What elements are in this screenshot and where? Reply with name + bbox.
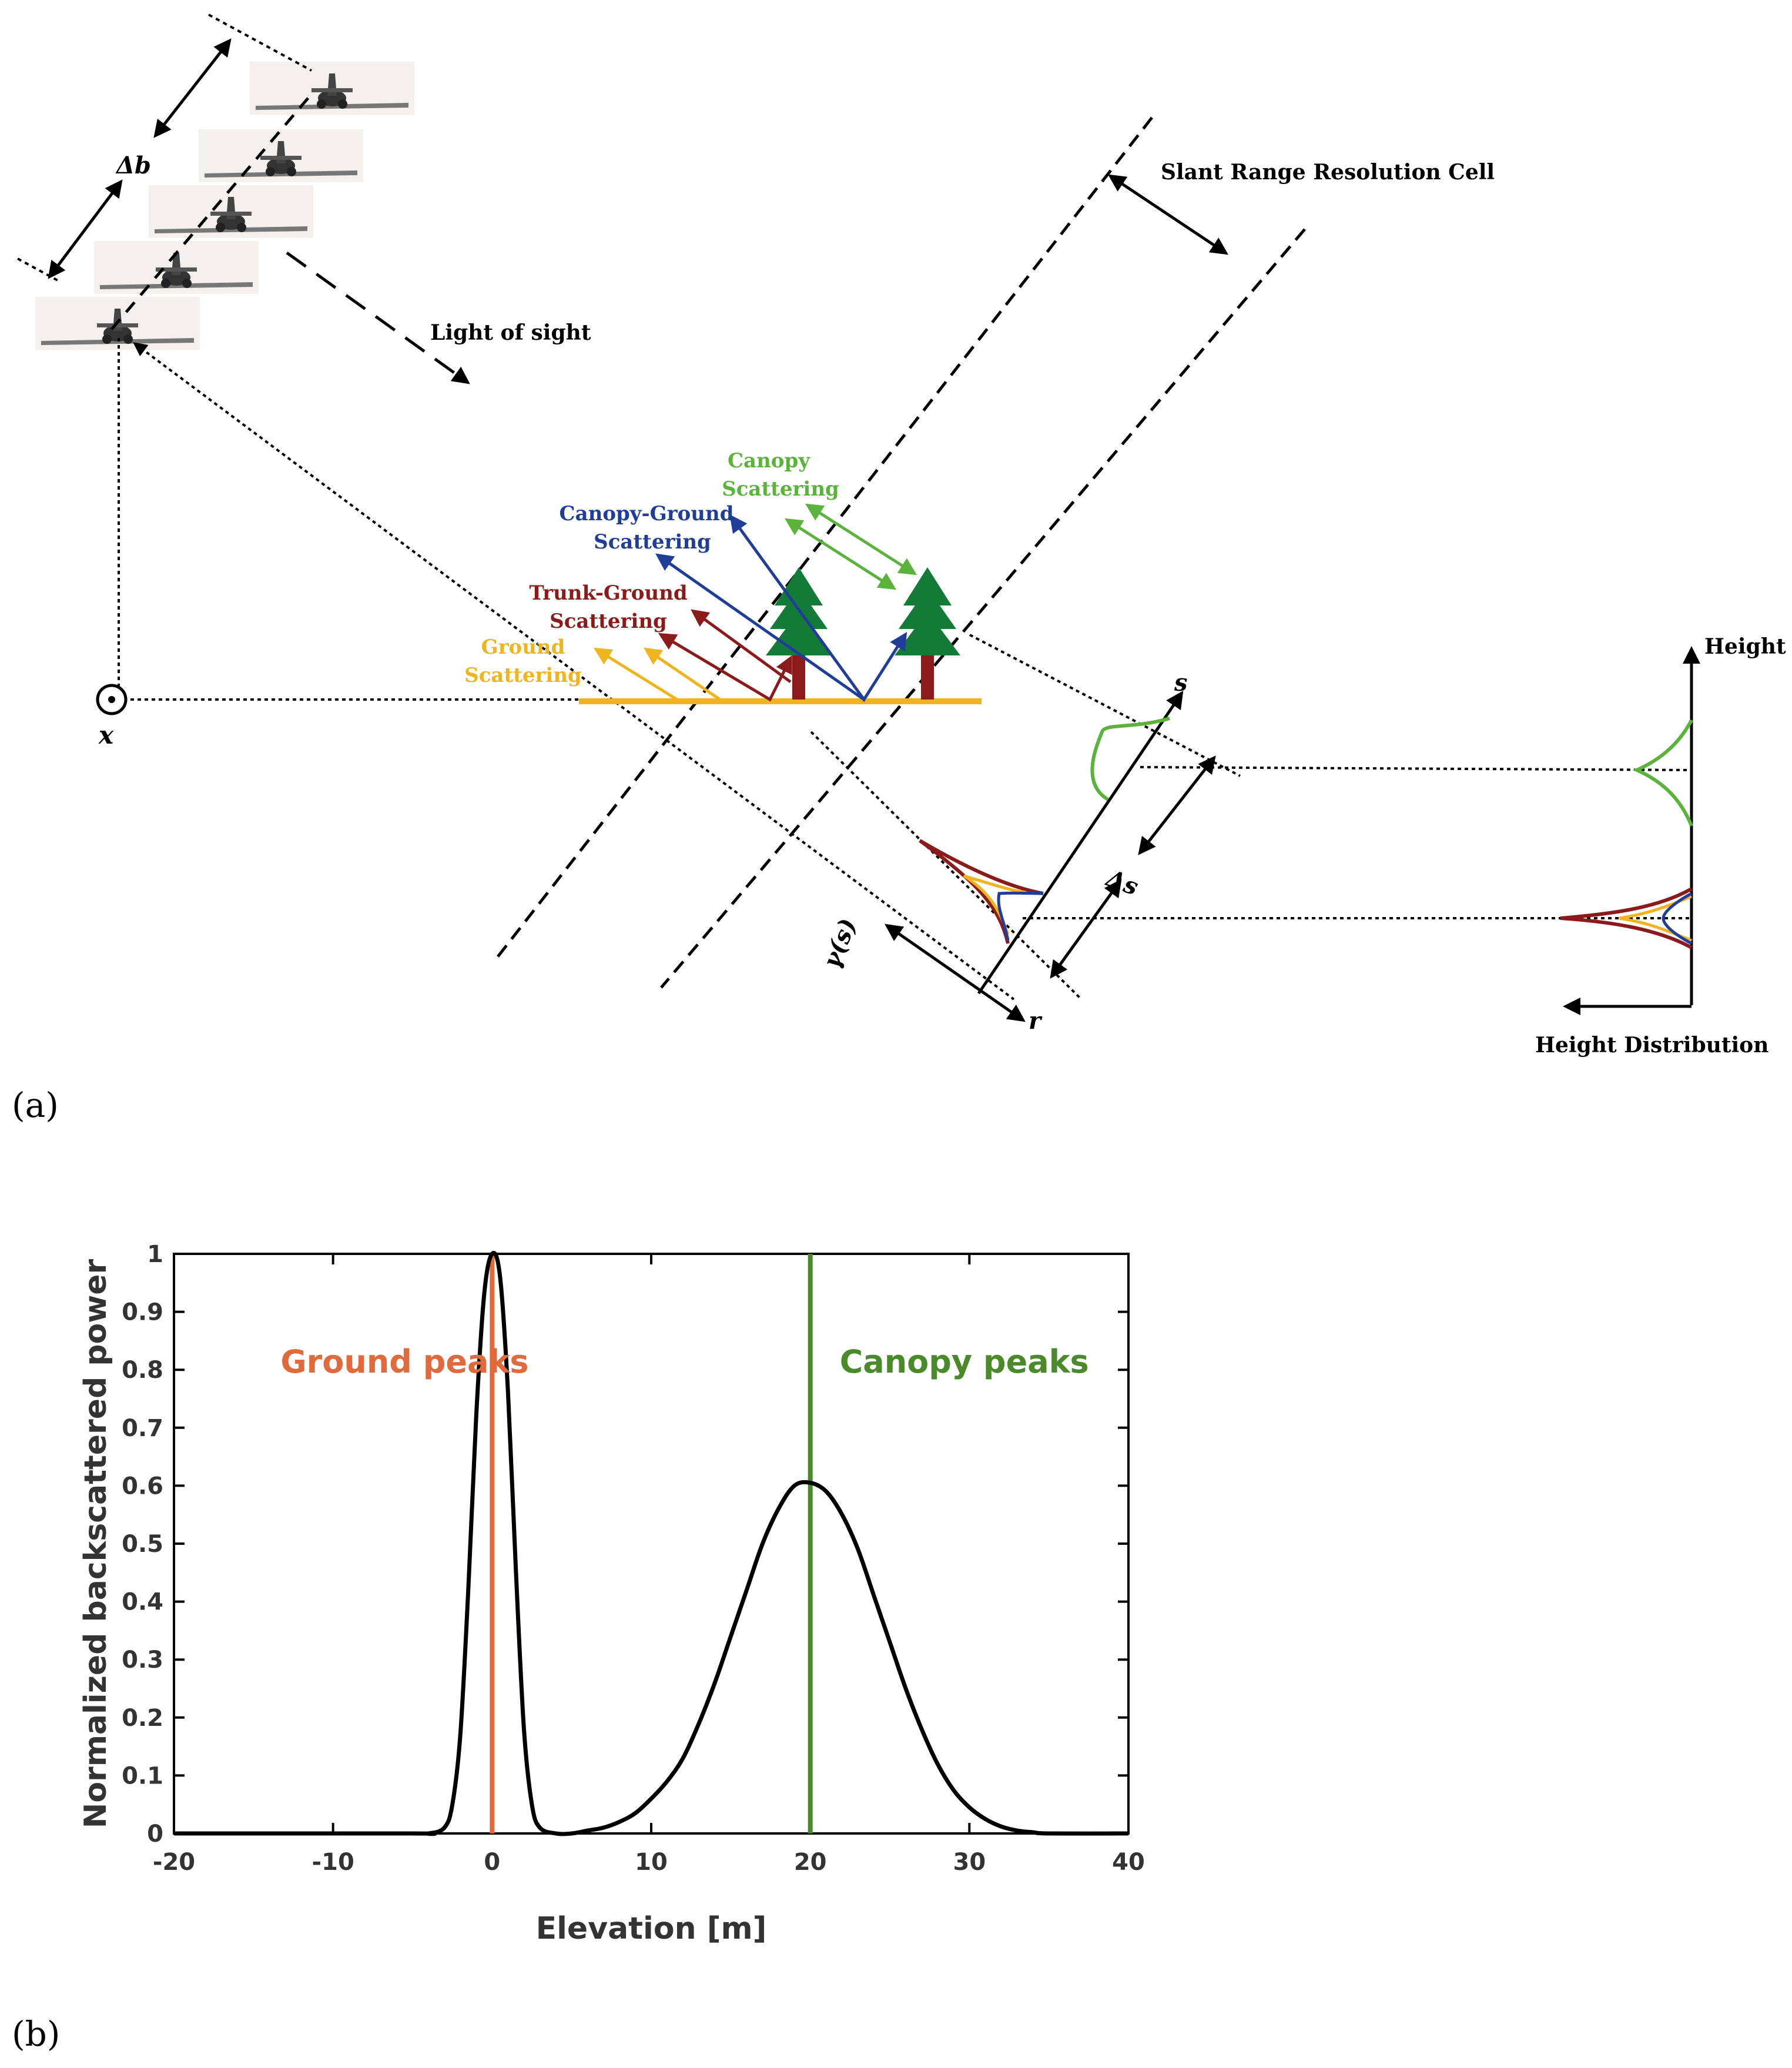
x-tick-label: 0 — [484, 1849, 500, 1876]
x-tick-label: 30 — [953, 1849, 986, 1876]
tree-icon — [895, 567, 960, 700]
y-tick-label: 1 — [147, 1241, 163, 1268]
height-label: Height — [1704, 634, 1786, 659]
ground-arrow-2 — [644, 647, 721, 701]
x-tick-label: 20 — [794, 1849, 827, 1876]
x-axis-symbol — [96, 684, 128, 715]
plot-frame — [173, 1253, 1130, 1835]
ground-label-line2: Scattering — [464, 664, 582, 687]
aircraft-icon — [199, 129, 363, 182]
canopy-profile-curve — [1090, 717, 1170, 801]
ground-range-line — [810, 731, 1083, 1000]
aircraft-icon — [149, 185, 313, 238]
peak-marker-label: Ground peaks — [280, 1343, 528, 1380]
line-of-sight-arrow — [286, 251, 470, 384]
line-of-sight-label: Light of sight — [430, 320, 591, 345]
canopy-ground-path-2 — [655, 553, 865, 701]
panel-a-label: (a) — [12, 1085, 59, 1125]
slant-cell-label: Slant Range Resolution Cell — [1161, 160, 1495, 185]
trunk-profile-curve — [919, 839, 1044, 944]
x-tick-label: 40 — [1112, 1849, 1145, 1876]
y-tick-label: 0.6 — [122, 1473, 163, 1500]
y-tick-label: 0.5 — [122, 1531, 163, 1558]
x-axis-title: Elevation [m] — [536, 1911, 767, 1946]
y-tick-label: 0.4 — [122, 1589, 163, 1616]
delta-s-arrow — [1138, 755, 1216, 855]
canopy-ground-height-curve — [1662, 892, 1693, 945]
y-tick-label: 0.3 — [122, 1647, 163, 1674]
ground-arrow-1 — [593, 647, 683, 704]
y-tick-label: 0 — [147, 1821, 163, 1848]
r-axis-label: r — [1029, 1007, 1043, 1035]
baseline-arrow-lower — [48, 179, 123, 279]
baseline-guide-top — [208, 14, 312, 72]
y-tick-label: 0.2 — [122, 1705, 163, 1732]
x-tick-label: 10 — [635, 1849, 668, 1876]
resolution-cell-arrow — [1108, 174, 1228, 255]
r-axis — [885, 923, 1026, 1022]
flight-track — [110, 93, 313, 330]
gamma-label: γ(s) — [818, 915, 862, 972]
y-tick-label: 0.9 — [122, 1299, 163, 1326]
power-curve — [173, 1251, 1129, 1836]
canopy-label-line2: Scattering — [722, 477, 839, 501]
elevation-chart: -20 -10 0 10 20 30 40 0 0.1 0.2 0.3 0.4 0.5 0.6 0.7 0.8… — [78, 1241, 1145, 1946]
trunk-ground-path-2 — [658, 633, 792, 702]
y-tick-label: 0.8 — [122, 1357, 163, 1384]
delta-s-label: Δs — [1102, 864, 1142, 901]
canopy-arrow-1 — [805, 503, 917, 575]
x-tick-label: -10 — [312, 1849, 354, 1876]
tree-icon — [766, 567, 832, 700]
panel-b-label: (b) — [12, 2014, 60, 2054]
resolution-cell-edge-2 — [660, 228, 1306, 989]
ground-height-curve — [1619, 895, 1692, 942]
trunk-height-curve — [1560, 887, 1693, 949]
height-distribution-label: Height Distribution — [1535, 1033, 1768, 1058]
chart-ticks: -20 -10 0 10 20 30 40 0 0.1 0.2 0.3 0.4 0.5 0.6 0.7 0.8… — [122, 1241, 1145, 1876]
s-axis — [977, 691, 1184, 995]
x-tick-label: -20 — [153, 1849, 195, 1876]
canopy-ground-profile-curve — [997, 891, 1044, 941]
canopy-label-line1: Canopy — [728, 449, 810, 473]
ground-label-line1: Ground — [481, 635, 565, 659]
aircraft-group — [35, 62, 414, 350]
y-tick-label: 0.1 — [122, 1762, 163, 1789]
chart-markers — [490, 1254, 813, 1833]
canopy-range-line — [969, 634, 1241, 777]
aircraft-icon — [250, 62, 414, 115]
y-axis-title: Normalized backscattered power — [78, 1259, 113, 1828]
baseline-arrow — [153, 38, 232, 138]
canopy-height-curve — [1632, 719, 1693, 827]
panel-a-diagram: Δb Light of sight x Slant Range Resoluti… — [17, 14, 1786, 1058]
baseline-guide-bottom — [17, 257, 59, 282]
aircraft-icon — [94, 241, 259, 294]
x-axis-label: x — [98, 721, 114, 749]
y-tick-label: 0.7 — [122, 1415, 163, 1442]
canopy-ground-label-line2: Scattering — [594, 530, 711, 554]
baseline-label: Δb — [115, 152, 151, 179]
s-axis-label: s — [1174, 669, 1188, 697]
delta-s-arrow-lower — [1050, 879, 1122, 979]
chart-marker-labels: Ground peaks Canopy peaks — [280, 1343, 1088, 1380]
trunk-ground-label-line1: Trunk-Ground — [529, 581, 687, 605]
x-axis-dot — [108, 696, 115, 703]
peak-marker-label: Canopy peaks — [840, 1343, 1089, 1380]
canopy-ground-label-line1: Canopy-Ground — [560, 502, 734, 526]
trunk-ground-label-line2: Scattering — [550, 610, 667, 633]
